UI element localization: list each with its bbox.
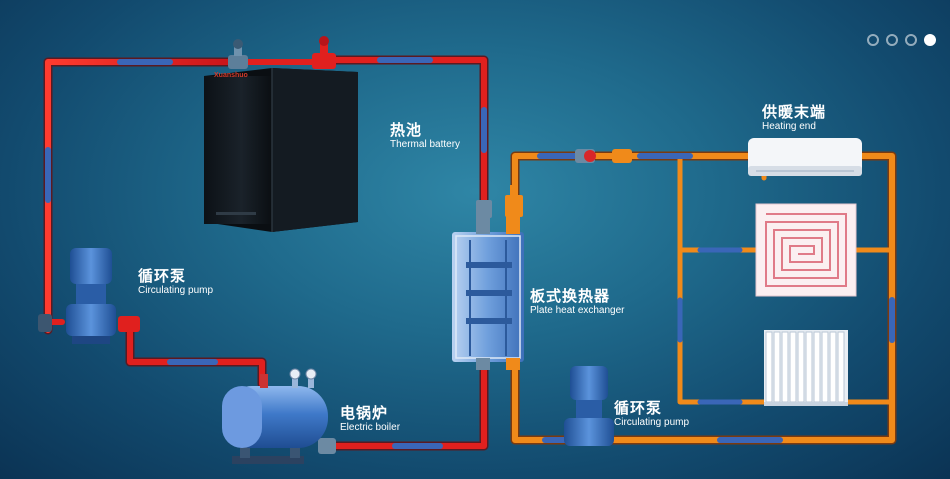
radiator: [764, 330, 848, 406]
valve-left-pump-outlet: [38, 314, 140, 332]
thermal-battery-label-zh: 热池: [390, 121, 423, 139]
tank-brand-mark: Xuanshuo: [214, 72, 248, 79]
electric-boiler-label-en: Electric boiler: [340, 422, 401, 434]
heat-exchanger-label-en: Plate heat exchanger: [530, 305, 625, 317]
plate-heat-exchanger: [452, 214, 524, 370]
heating-end-wall-unit: [748, 138, 862, 176]
electric-boiler-label-zh: 电锅炉: [340, 404, 389, 422]
valve-top-left: [228, 39, 248, 69]
pump-left-label-en: Circulating pump: [138, 285, 214, 297]
heating-end-label-zh: 供暖末端: [762, 103, 827, 121]
circulating-pump-right: [564, 366, 614, 446]
valve-hex-inlet: [476, 185, 523, 218]
heat-exchanger-label: 板式换热器 Plate heat exchanger: [530, 287, 625, 317]
carousel-dot-2[interactable]: [886, 34, 898, 46]
valve-boiler-outlet: [318, 438, 336, 454]
heating-end-label: 供暖末端 Heating end: [762, 103, 827, 133]
pump-left-label-zh: 循环泵: [138, 267, 187, 285]
circulating-pump-left: [66, 248, 116, 344]
carousel-dot-1[interactable]: [867, 34, 879, 46]
valve-top-right: [312, 36, 336, 69]
thermal-battery-tank: [204, 68, 358, 232]
heating-end-label-en: Heating end: [762, 121, 816, 133]
pump-right-label-en: Circulating pump: [614, 417, 690, 429]
primary-loop-pipes: [43, 55, 489, 451]
heat-exchanger-label-zh: 板式换热器: [530, 287, 611, 305]
carousel-dot-4[interactable]: [924, 34, 936, 46]
electric-boiler: [222, 368, 328, 464]
thermal-battery-label-en: Thermal battery: [390, 139, 461, 151]
carousel-dot-3[interactable]: [905, 34, 917, 46]
valves: [38, 36, 632, 454]
pump-right-label: 循环泵 Circulating pump: [614, 399, 690, 429]
thermal-battery-label: 热池 Thermal battery: [390, 121, 461, 151]
pump-right-label-zh: 循环泵: [614, 399, 663, 417]
valve-secondary-top: [575, 149, 632, 163]
pump-left-label: 循环泵 Circulating pump: [138, 267, 214, 297]
floor-heating-panel: [755, 203, 857, 297]
carousel-dots: [867, 34, 936, 46]
electric-boiler-label: 电锅炉 Electric boiler: [340, 404, 401, 434]
